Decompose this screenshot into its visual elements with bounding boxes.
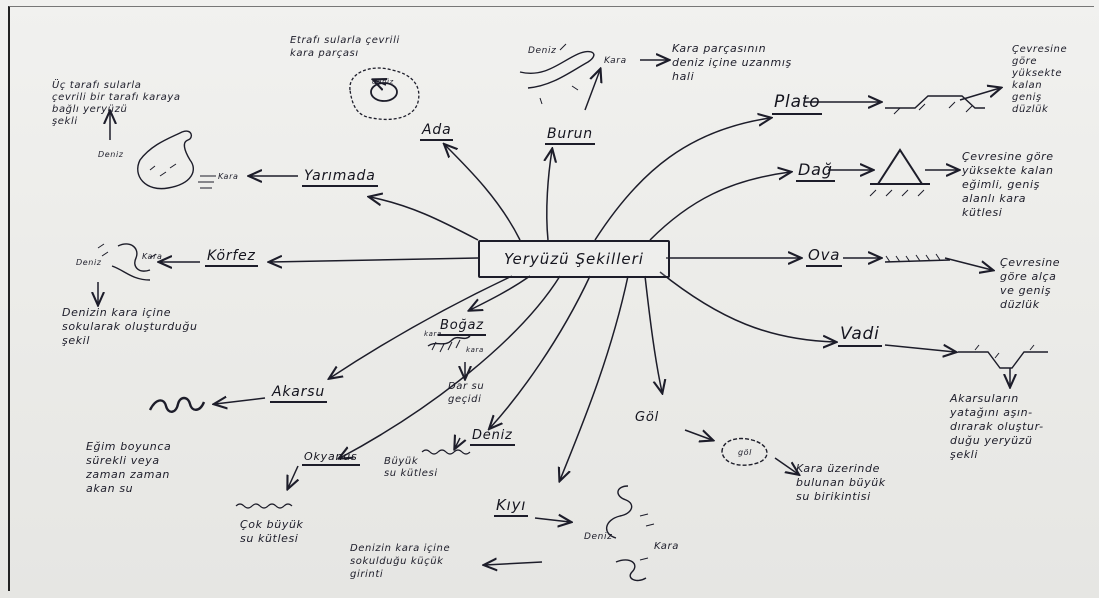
valley-sketch — [958, 344, 1048, 369]
sketch-label-burun-deniz: Deniz — [528, 46, 557, 56]
page-frame — [8, 6, 1094, 591]
term-plato: Plato — [772, 92, 823, 115]
term-dag: Dağ — [796, 160, 835, 182]
peninsula-sketch — [137, 130, 216, 190]
plain-sketch — [884, 253, 951, 263]
link-to-korfez — [270, 258, 479, 262]
sketch-label-kiyi-kara: Kara — [654, 541, 679, 552]
term-yarimada: Yarımada — [302, 168, 378, 187]
mountain-sketch — [869, 148, 930, 197]
sketch-label-bogaz-kara2: kara — [466, 346, 484, 354]
term-deniz: Deniz — [470, 428, 515, 446]
definition-yarimada: Üç tarafı sularla çevrili bir tarafı kar… — [52, 80, 181, 127]
definition-burun: Kara parçasının deniz içine uzanmış hali — [672, 42, 792, 83]
definition-bogaz: Dar su geçidi — [448, 381, 485, 405]
strait-sketch — [427, 335, 471, 353]
term-okyanus: Okyanus — [302, 450, 360, 466]
term-bogaz: Boğaz — [438, 318, 486, 336]
definition-dag: Çevresine göre yüksekte kalan eğimli, ge… — [962, 150, 1054, 219]
definition-okyanus: Çok büyük su kütlesi — [240, 518, 304, 545]
link-to-deniz — [490, 275, 591, 428]
lake-sketch — [721, 437, 768, 466]
term-gol: Göl — [635, 410, 660, 425]
coast-sketch — [606, 485, 655, 582]
link-to-kiyi — [560, 275, 629, 480]
cape-sketch — [519, 43, 595, 105]
link-to-vadi — [659, 271, 835, 342]
term-ada: Ada — [420, 122, 454, 141]
definition-deniz: Büyük su kütlesi — [384, 456, 438, 479]
term-korfez: Körfez — [205, 248, 258, 267]
term-akarsu: Akarsu — [270, 384, 327, 403]
link-to-plato — [594, 118, 770, 241]
sketch-label-yarimada-kara: Kara — [218, 172, 239, 181]
sketch-label-ada: deniz — [372, 78, 394, 86]
term-vadi: Vadi — [838, 324, 882, 347]
term-ova: Ova — [806, 246, 843, 267]
ocean-sketch — [235, 503, 293, 509]
definition-gol: Kara üzerinde bulunan büyük su birikinti… — [796, 462, 886, 503]
definition-kiyi: Denizin kara içine sokulduğu küçük girin… — [350, 543, 451, 580]
link-to-gol — [644, 275, 662, 392]
link-to-yarimada — [370, 197, 479, 241]
river-sketch — [148, 396, 206, 413]
sketch-label-burun-kara: Kara — [604, 56, 627, 66]
sketch-label-yarimada-deniz: Deniz — [98, 150, 124, 159]
definition-ada: Etrafı sularla çevrili kara parçası — [290, 35, 400, 59]
term-burun: Burun — [545, 126, 595, 145]
gulf-sketch — [97, 243, 157, 281]
sea-sketch — [421, 449, 471, 455]
link-to-burun — [547, 150, 552, 241]
definition-plato: Çevresine göre yüksekte kalan geniş düzl… — [1012, 44, 1068, 115]
definition-ova: Çevresine göre alça ve geniş düzlük — [1000, 256, 1061, 311]
island-sketch — [349, 67, 420, 121]
sketch-label-korfez-kara: Kara — [142, 252, 163, 261]
sketch-label-korfez-deniz: Deniz — [76, 258, 102, 267]
term-kiyi: Kıyı — [494, 496, 529, 517]
sketch-label-kiyi-deniz: Deniz — [584, 532, 613, 542]
link-to-bogaz — [470, 275, 531, 310]
sketch-label-bogaz-kara1: kara — [424, 330, 442, 338]
definition-vadi: Akarsuların yatağını aşın- dırarak oluşt… — [950, 392, 1044, 461]
link-to-ada — [445, 145, 521, 241]
plateau-sketch — [885, 95, 985, 115]
definition-korfez: Denizin kara içine sokularak oluşturduğu… — [62, 306, 198, 347]
link-to-okyanus — [340, 275, 561, 458]
link-to-akarsu — [330, 275, 513, 378]
definition-akarsu: Eğim boyunca sürekli veya zaman zaman ak… — [86, 440, 172, 495]
central-topic: Yeryüzü Şekilleri — [478, 240, 670, 278]
link-to-dag — [649, 172, 790, 241]
sketch-label-gol: göl — [738, 448, 752, 457]
